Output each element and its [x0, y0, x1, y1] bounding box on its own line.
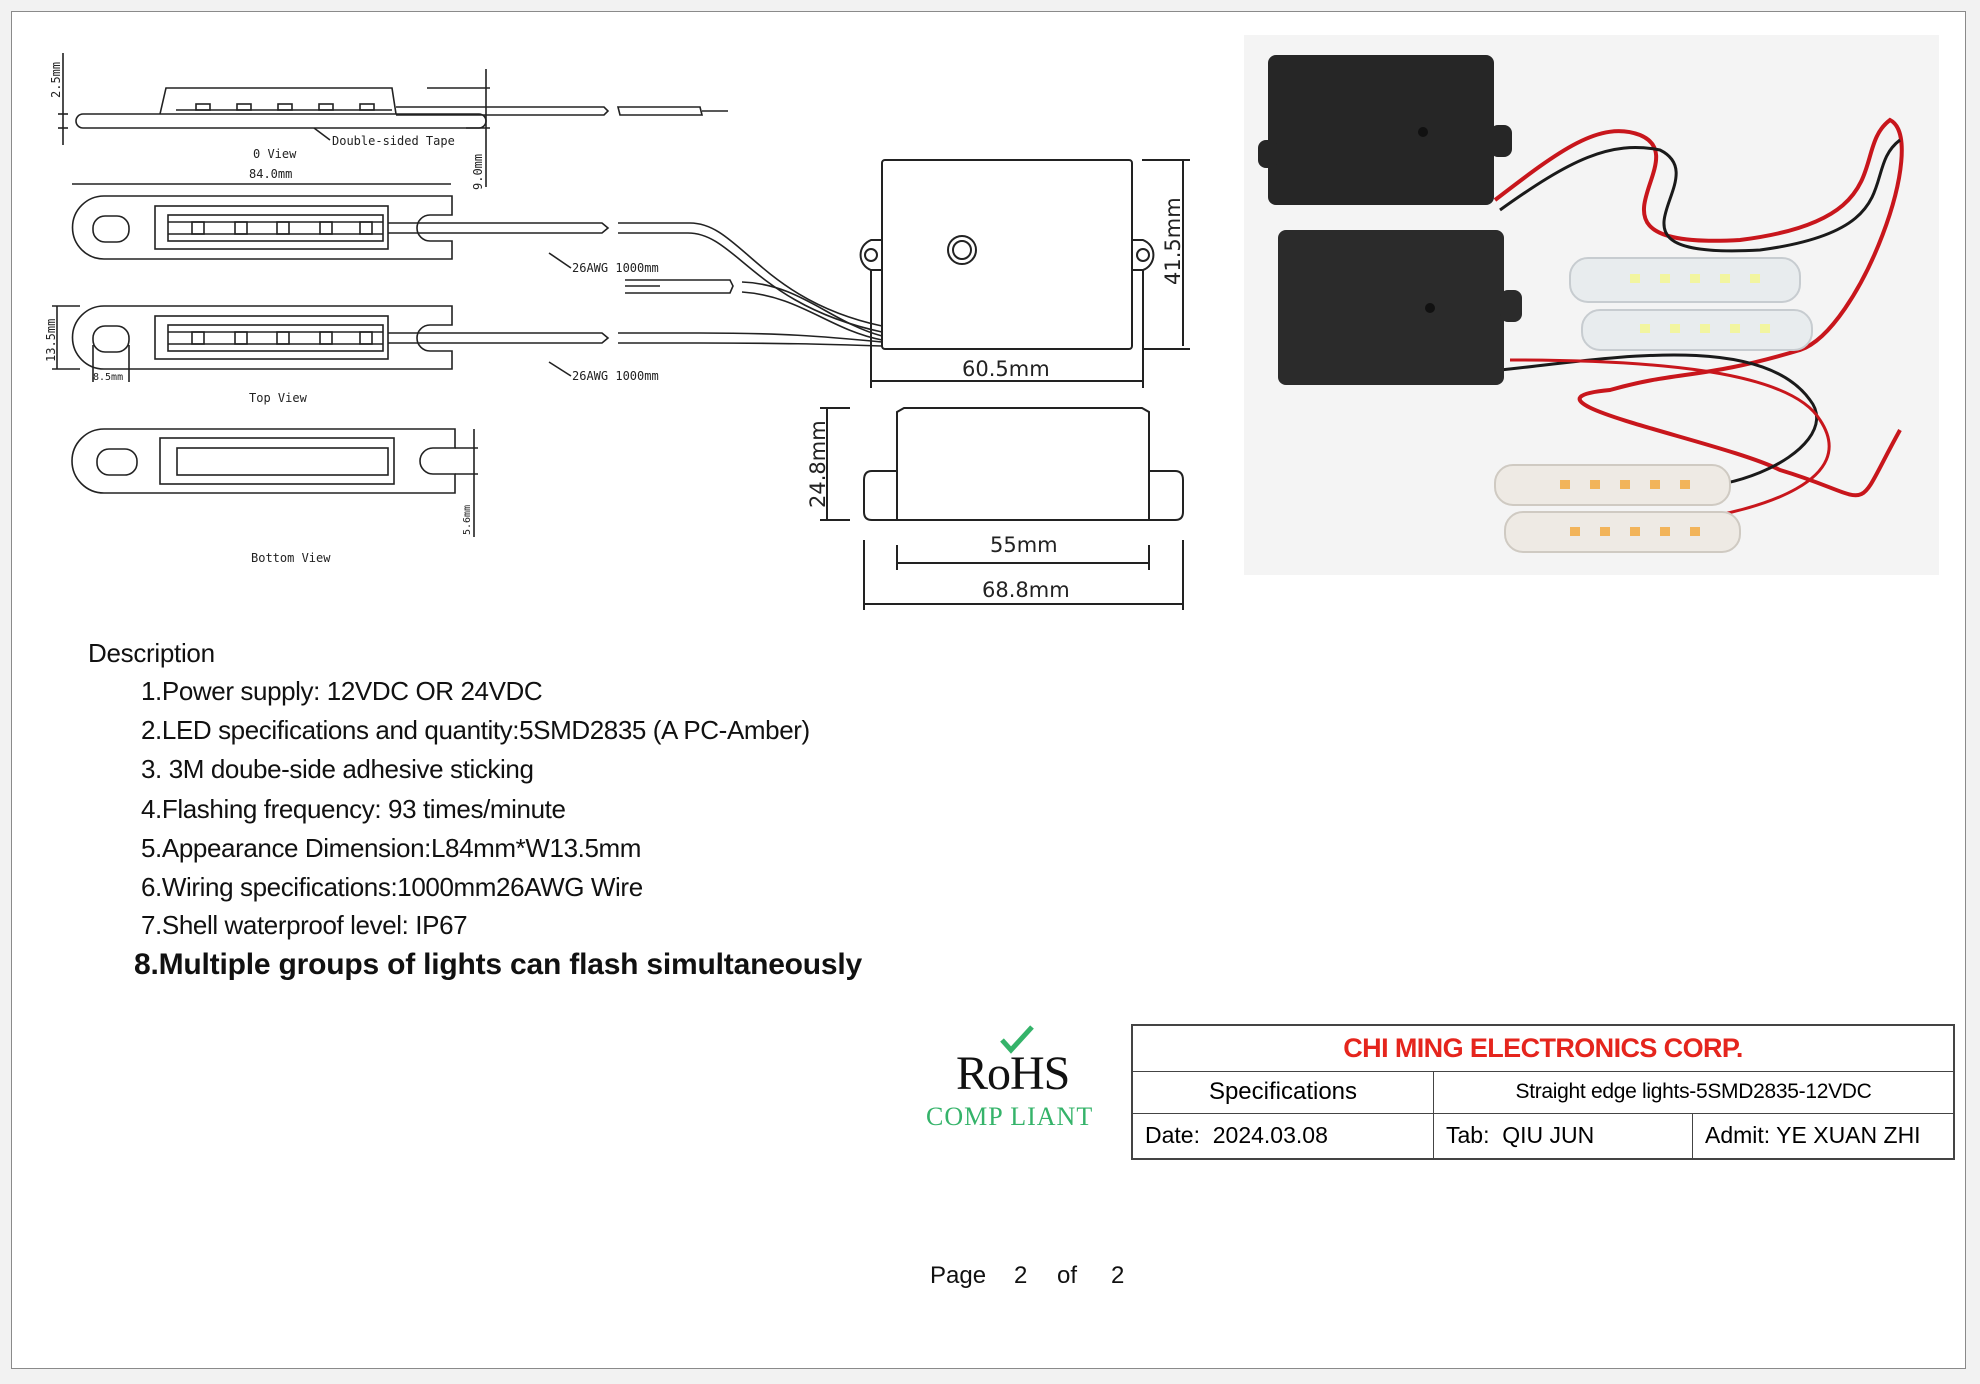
description-item: 2.LED specifications and quantity:5SMD28… — [141, 715, 810, 745]
top-view-2 — [52, 305, 883, 382]
description-item: 1.Power supply: 12VDC OR 24VDC — [141, 676, 543, 706]
company-name: CHI MING ELECTRONICS CORP. — [1343, 1033, 1743, 1063]
checkmark-icon — [1000, 1025, 1034, 1054]
wire-label-2: 26AWG 1000mm — [572, 369, 659, 383]
description-item: 3. 3M doube-side adhesive sticking — [141, 754, 534, 784]
connector-wire — [625, 279, 883, 341]
dim-84-label: 84.0mm — [249, 167, 292, 181]
page-number: 2 — [1014, 1262, 1028, 1289]
date-field: Date: 2024.03.08 — [1133, 1113, 1434, 1158]
dim-9-0-label: 9.0mm — [471, 154, 485, 190]
product-photo — [1244, 35, 1939, 575]
description-item: 5.Appearance Dimension:L84mm*W13.5mm — [141, 833, 642, 863]
page-label: Page — [930, 1262, 987, 1289]
dim-5-6-label: 5.6mm — [462, 505, 473, 535]
of-label: of — [1057, 1262, 1078, 1289]
spec-title-block: CHI MING ELECTRONICS CORP. Specification… — [1131, 1024, 1955, 1160]
dim-13-5-label: 13.5mm — [44, 319, 58, 362]
dim-8-5-label: 8.5mm — [93, 372, 123, 383]
rohs-text: RoHS — [956, 1047, 1070, 1100]
o-view-drawing — [58, 53, 728, 187]
spec-label: Specifications — [1133, 1071, 1434, 1113]
bottom-view — [71, 428, 478, 537]
controller-box-top — [859, 159, 1190, 388]
top-view-1 — [71, 195, 883, 333]
spec-value: Straight edge lights-5SMD2835-12VDC — [1515, 1080, 1872, 1103]
rohs-compliant-text: COMP LIANT — [926, 1102, 1094, 1131]
tab-field: Tab: QIU JUN — [1434, 1113, 1693, 1158]
top-view-label: Top View — [249, 391, 308, 405]
o-view-label: 0 View — [253, 147, 297, 161]
description-item: 6.Wiring specifications:1000mm26AWG Wire — [141, 872, 643, 902]
dim-2-5-label: 2.5mm — [49, 62, 63, 98]
description-item: 7.Shell waterproof level: IP67 — [141, 910, 468, 940]
dim-24-8-label: 24.8mm — [806, 420, 830, 508]
controller-box-side — [820, 407, 1184, 610]
dim-41-5-label: 41.5mm — [1161, 197, 1185, 285]
description-item: 4.Flashing frequency: 93 times/minute — [141, 794, 566, 824]
tape-label: Double-sided Tape — [332, 134, 455, 148]
description-heading: Description — [88, 638, 215, 668]
bottom-view-label: Bottom View — [251, 551, 331, 565]
dim-55-label: 55mm — [990, 533, 1058, 557]
wire-label-1: 26AWG 1000mm — [572, 261, 659, 275]
dim-60-5-label: 60.5mm — [962, 357, 1050, 381]
description-highlight: 8.Multiple groups of lights can flash si… — [134, 948, 863, 981]
dim-68-8-label: 68.8mm — [982, 578, 1070, 602]
rohs-logo: RoHS COMP LIANT — [926, 1024, 1092, 1134]
page-total: 2 — [1111, 1262, 1125, 1289]
admit-field: Admit: YE XUAN ZHI — [1705, 1122, 1921, 1148]
